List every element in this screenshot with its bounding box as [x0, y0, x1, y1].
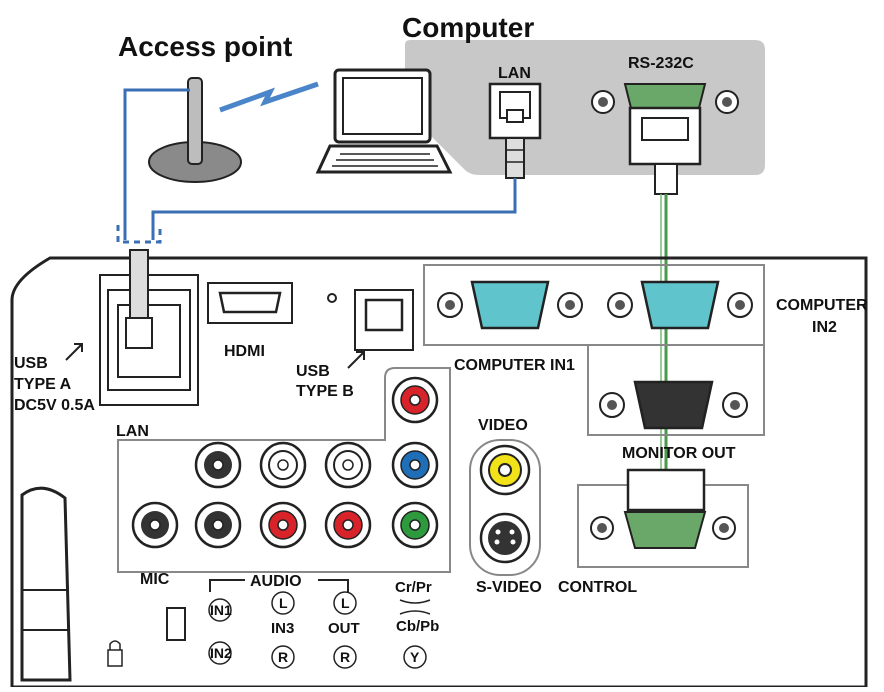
control-port [590, 468, 736, 549]
audio-in3-r-jack [259, 501, 307, 549]
usb-b-label-2: TYPE B [296, 383, 354, 400]
y-circle-label: Y [403, 645, 427, 669]
computer-in2-port [607, 280, 753, 330]
out-l-circle-label: L [333, 591, 357, 615]
cr-pr-curve [399, 599, 431, 604]
component-y-jack [391, 501, 439, 549]
video-jack [479, 444, 531, 496]
usb-a-arrow-icon [65, 343, 83, 361]
lan-cable [151, 178, 517, 240]
hdmi-port [207, 282, 293, 324]
audio-in3-l-jack [194, 441, 242, 489]
kensington-lock-icon [107, 640, 123, 667]
in3-r-circle-label: R [271, 645, 295, 669]
video-group [469, 439, 541, 576]
lan-bottom-label: LAN [116, 423, 149, 440]
audio-in3-l-white-jack [259, 441, 307, 489]
svg-text:L: L [341, 595, 350, 611]
usb-b-arrow-icon [347, 351, 365, 369]
computer-panel [405, 40, 765, 175]
laptop-icon [315, 68, 453, 174]
small-hole-icon [327, 293, 337, 303]
out-label: OUT [328, 620, 360, 637]
mic-jack [131, 501, 179, 549]
svg-text:IN1: IN1 [210, 602, 232, 618]
rs232c-label: RS-232C [628, 55, 694, 72]
usb-a-label-2: TYPE A [14, 376, 72, 393]
usb-b-port [354, 289, 414, 351]
monitor-out-label: MONITOR OUT [622, 445, 736, 462]
lan-dashed-connector [116, 225, 162, 244]
cb-pb-curve [399, 610, 431, 615]
monitor-out-group [587, 344, 765, 436]
rs232c-port [591, 83, 739, 195]
video-label: VIDEO [478, 417, 528, 434]
usb-b-label-1: USB [296, 363, 330, 380]
computer-in2-label-1: COMPUTER [776, 297, 868, 314]
audio-out-r-jack [324, 501, 372, 549]
cr-pr-label: Cr/Pr [395, 579, 432, 596]
control-label: CONTROL [558, 579, 637, 596]
svg-text:R: R [278, 649, 288, 665]
computer-in2-label-2: IN2 [812, 319, 837, 336]
access-point-title: Access point [118, 31, 292, 62]
hdmi-label: HDMI [224, 343, 265, 360]
audio-label: AUDIO [250, 573, 302, 590]
s-video-jack [479, 512, 531, 564]
projector-foot-icon [20, 486, 72, 682]
in2-circle-label: IN2 [208, 641, 232, 665]
computer-title: Computer [402, 12, 534, 43]
svg-text:Y: Y [410, 649, 420, 665]
lan-top-port [488, 82, 542, 179]
in3-l-circle-label: L [271, 591, 295, 615]
usb-a-label-1: USB [14, 355, 48, 372]
svg-text:L: L [279, 595, 288, 611]
s-video-label: S-VIDEO [476, 579, 542, 596]
usb-a-label-3: DC5V 0.5A [14, 397, 95, 414]
security-slot-icon [166, 607, 186, 641]
monitor-out-port [599, 380, 748, 430]
component-pb-jack [391, 441, 439, 489]
component-pr-jack [391, 376, 439, 424]
wireless-signal-icon [219, 81, 319, 113]
lan-top-label: LAN [498, 65, 531, 82]
audio-bracket [209, 579, 349, 592]
out-r-circle-label: R [333, 645, 357, 669]
mic-label: MIC [140, 571, 170, 588]
audio-component-group [117, 367, 451, 573]
svg-text:IN2: IN2 [210, 645, 232, 661]
svg-text:R: R [340, 649, 350, 665]
computer-in1-label: COMPUTER IN1 [454, 357, 575, 374]
computer-in1-port [437, 280, 583, 330]
in1-circle-label: IN1 [208, 598, 232, 622]
cb-pb-label: Cb/Pb [396, 618, 439, 635]
in3-label: IN3 [271, 620, 294, 637]
lan-bottom-port [99, 249, 199, 406]
access-point-icon [148, 77, 242, 183]
audio-out-l-jack [324, 441, 372, 489]
access-point-cable [123, 88, 190, 240]
audio-in1-jack [194, 501, 242, 549]
